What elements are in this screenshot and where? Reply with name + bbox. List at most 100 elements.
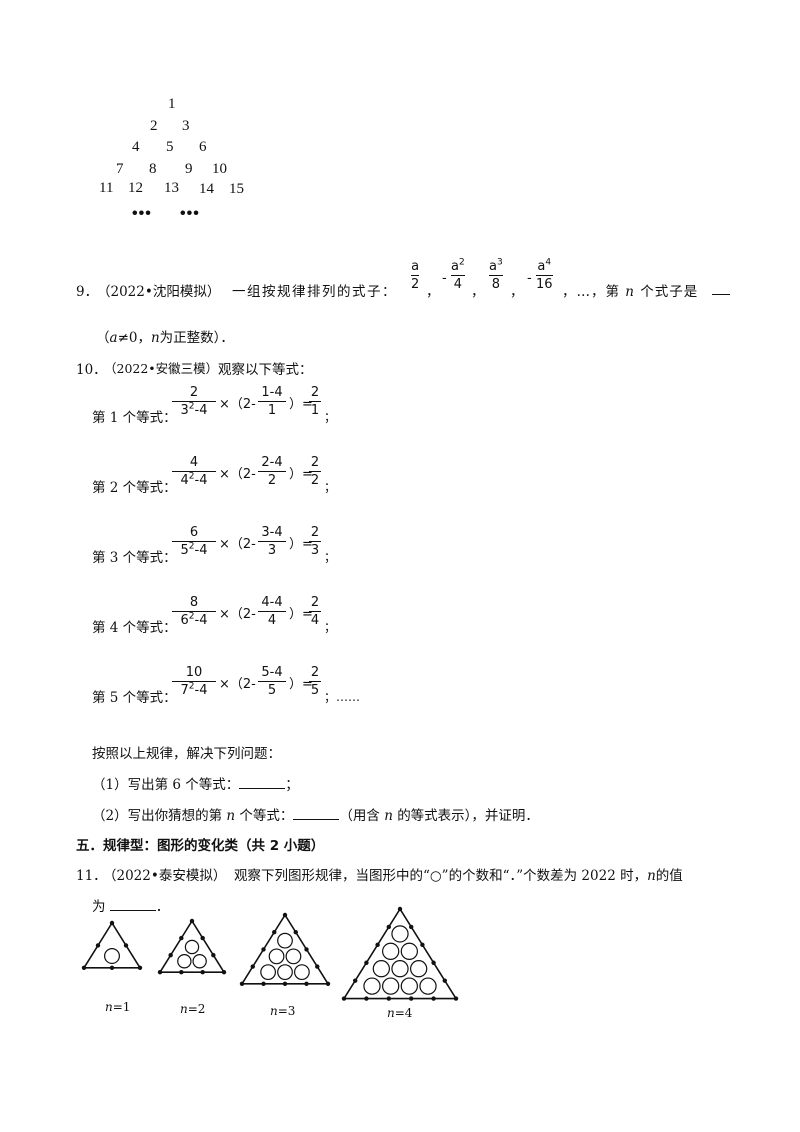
edge-dot bbox=[137, 965, 143, 970]
edge-dot bbox=[221, 970, 227, 975]
edge-dot bbox=[81, 965, 87, 970]
minus-sign: - bbox=[527, 271, 532, 286]
inner-circle bbox=[177, 954, 192, 969]
equation-end: ； bbox=[324, 550, 337, 564]
edge-dot bbox=[341, 996, 347, 1001]
triangle-number: 12 bbox=[128, 180, 143, 196]
equation-label: 第 1 个等式： bbox=[92, 410, 177, 426]
triangle-number: 8 bbox=[149, 161, 157, 177]
edge-dot bbox=[261, 981, 266, 986]
separator: ， bbox=[471, 284, 485, 300]
equation-end: ；…… bbox=[324, 690, 361, 704]
times-open: ×（2- bbox=[219, 607, 256, 622]
figure-label: n=4 bbox=[387, 1006, 413, 1020]
edge-dot bbox=[442, 978, 447, 983]
answer-blank[interactable] bbox=[293, 805, 340, 820]
triangle-number: 4 bbox=[132, 139, 140, 155]
triangle-outline bbox=[82, 921, 142, 969]
equation-label: 第 3 个等式： bbox=[92, 550, 177, 566]
answer-blank[interactable] bbox=[109, 896, 156, 911]
edge-dot bbox=[179, 970, 184, 975]
question-source: （2022•沈阳模拟） bbox=[97, 284, 221, 300]
triangle-number: 10 bbox=[212, 161, 227, 177]
edge-dot bbox=[282, 981, 288, 986]
edge-dot bbox=[250, 964, 255, 969]
edge-dot bbox=[364, 996, 369, 1001]
edge-dot bbox=[179, 935, 184, 941]
triangle-number: 1 bbox=[168, 96, 176, 112]
inner-circle bbox=[104, 948, 120, 965]
inner-circle bbox=[391, 925, 409, 943]
inner-circle bbox=[184, 939, 200, 955]
times-open: ×（2- bbox=[219, 677, 256, 692]
edge-dot bbox=[453, 996, 459, 1001]
edge-dot bbox=[168, 952, 173, 958]
triangle-number: 5 bbox=[166, 139, 174, 155]
inner-circle bbox=[293, 964, 310, 981]
edge-dot bbox=[304, 947, 309, 952]
edge-dot bbox=[282, 912, 288, 918]
equation-end: ； bbox=[324, 620, 337, 634]
inner-circle bbox=[400, 977, 418, 995]
inner-circle bbox=[192, 954, 207, 969]
inner-circle bbox=[277, 964, 293, 981]
triangle-number: 2 bbox=[150, 118, 158, 134]
answer-blank[interactable] bbox=[712, 280, 730, 295]
question-text: ，…，第 n 个式子是 bbox=[562, 284, 699, 300]
times-open: ×（2- bbox=[219, 537, 256, 552]
triangle-number: 7 bbox=[116, 161, 124, 177]
triangle-number: 13 bbox=[164, 180, 179, 196]
inner-circle bbox=[419, 977, 437, 995]
triangle-outline bbox=[158, 919, 226, 973]
fraction: a2 4 bbox=[451, 257, 465, 292]
question-text: 观察下列图形规律，当图形中的“○”的个数和“．”个数差为 2022 时，n的值 bbox=[234, 868, 683, 884]
question-text: 一组按规律排列的式子： bbox=[232, 284, 397, 300]
figure-label: n=2 bbox=[180, 1002, 206, 1016]
edge-dot bbox=[261, 947, 266, 952]
inner-circle bbox=[410, 960, 428, 978]
question-number: 11． bbox=[76, 868, 107, 884]
separator: ， bbox=[510, 284, 524, 300]
question-text: 观察以下等式： bbox=[218, 362, 313, 378]
triangle-number: 6 bbox=[199, 139, 207, 155]
triangle-number: 14 bbox=[199, 181, 214, 197]
edge-dot bbox=[157, 970, 163, 975]
fraction: a 2 bbox=[411, 259, 420, 292]
triangle-number: 15 bbox=[229, 181, 244, 197]
inner-circle bbox=[382, 977, 400, 995]
minus-sign: - bbox=[442, 271, 447, 286]
triangle-number: 9 bbox=[185, 161, 193, 177]
edge-dot bbox=[200, 970, 205, 975]
edge-dot bbox=[293, 930, 298, 935]
times-open: ×（2- bbox=[219, 467, 256, 482]
inner-circle bbox=[363, 977, 381, 995]
edge-dot bbox=[123, 943, 129, 948]
question-number: 10． bbox=[76, 362, 107, 378]
equation-label: 第 2 个等式： bbox=[92, 480, 177, 496]
edge-dot bbox=[189, 918, 195, 924]
edge-dot bbox=[109, 965, 115, 970]
edge-dot bbox=[420, 942, 425, 948]
fraction: a4 16 bbox=[536, 257, 553, 292]
fraction: a3 8 bbox=[489, 257, 503, 292]
triangle-outline bbox=[240, 913, 330, 985]
edge-dot bbox=[431, 996, 436, 1001]
figure-label: n=1 bbox=[105, 1000, 131, 1014]
edge-dot bbox=[386, 996, 391, 1001]
answer-blank[interactable] bbox=[239, 774, 286, 789]
inner-circle bbox=[285, 948, 302, 965]
edge-dot bbox=[304, 981, 309, 986]
edge-dot bbox=[315, 964, 320, 969]
